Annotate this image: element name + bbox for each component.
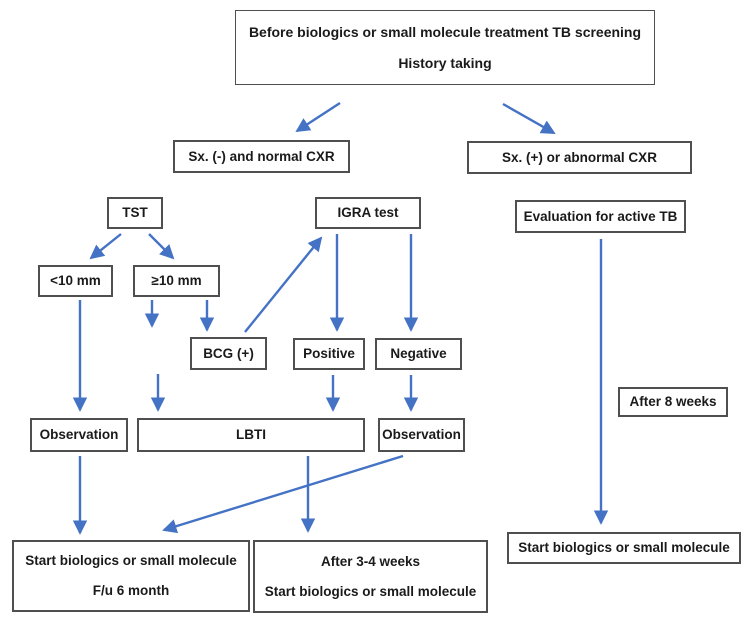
node-after-3-4-weeks-line1: After 3-4 weeks bbox=[320, 553, 421, 569]
node-sx-positive: Sx. (+) or abnormal CXR bbox=[467, 141, 692, 174]
arrow-tst-to-lt10 bbox=[89, 233, 122, 260]
node-tst-ge10mm: ≥10 mm bbox=[133, 265, 220, 297]
node-lbti: LBTI bbox=[137, 418, 365, 452]
node-bcg-positive: BCG (+) bbox=[190, 337, 267, 370]
arrow-tst-to-ge10 bbox=[148, 233, 175, 260]
node-igra-positive: Positive bbox=[293, 338, 365, 370]
node-observation-left: Observation bbox=[30, 418, 128, 452]
node-igra-test: IGRA test bbox=[315, 197, 421, 229]
arrow-observation-right-to-start-fu bbox=[162, 454, 404, 534]
arrow-title-to-sx-negative bbox=[295, 101, 341, 133]
node-start-biologics-fu-line1: Start biologics or small molecule bbox=[25, 553, 237, 569]
node-start-biologics-right: Start biologics or small molecule bbox=[507, 532, 741, 564]
node-start-biologics-fu-line2: F/u 6 month bbox=[92, 583, 170, 598]
node-observation-right: Observation bbox=[378, 418, 465, 452]
node-after-3-4-weeks-line2: Start biologics or small molecule bbox=[264, 583, 477, 599]
node-tst: TST bbox=[107, 197, 163, 229]
node-tst-lt10mm: <10 mm bbox=[38, 265, 113, 297]
node-start-biologics-fu: Start biologics or small molecule F/u 6 … bbox=[12, 540, 250, 612]
node-igra-negative: Negative bbox=[375, 338, 462, 370]
arrow-bcg-to-igra bbox=[244, 236, 323, 333]
node-sx-negative: Sx. (-) and normal CXR bbox=[173, 140, 350, 173]
node-after-8-weeks: After 8 weeks bbox=[618, 387, 728, 417]
node-after-3-4-weeks: After 3-4 weeks Start biologics or small… bbox=[253, 540, 488, 613]
node-title-line2: History taking bbox=[398, 54, 492, 71]
node-title-line1: Before biologics or small molecule treat… bbox=[248, 24, 642, 41]
node-title: Before biologics or small molecule treat… bbox=[235, 10, 655, 85]
arrow-title-to-sx-positive bbox=[502, 102, 556, 135]
node-eval-active-tb: Evaluation for active TB bbox=[515, 200, 686, 233]
